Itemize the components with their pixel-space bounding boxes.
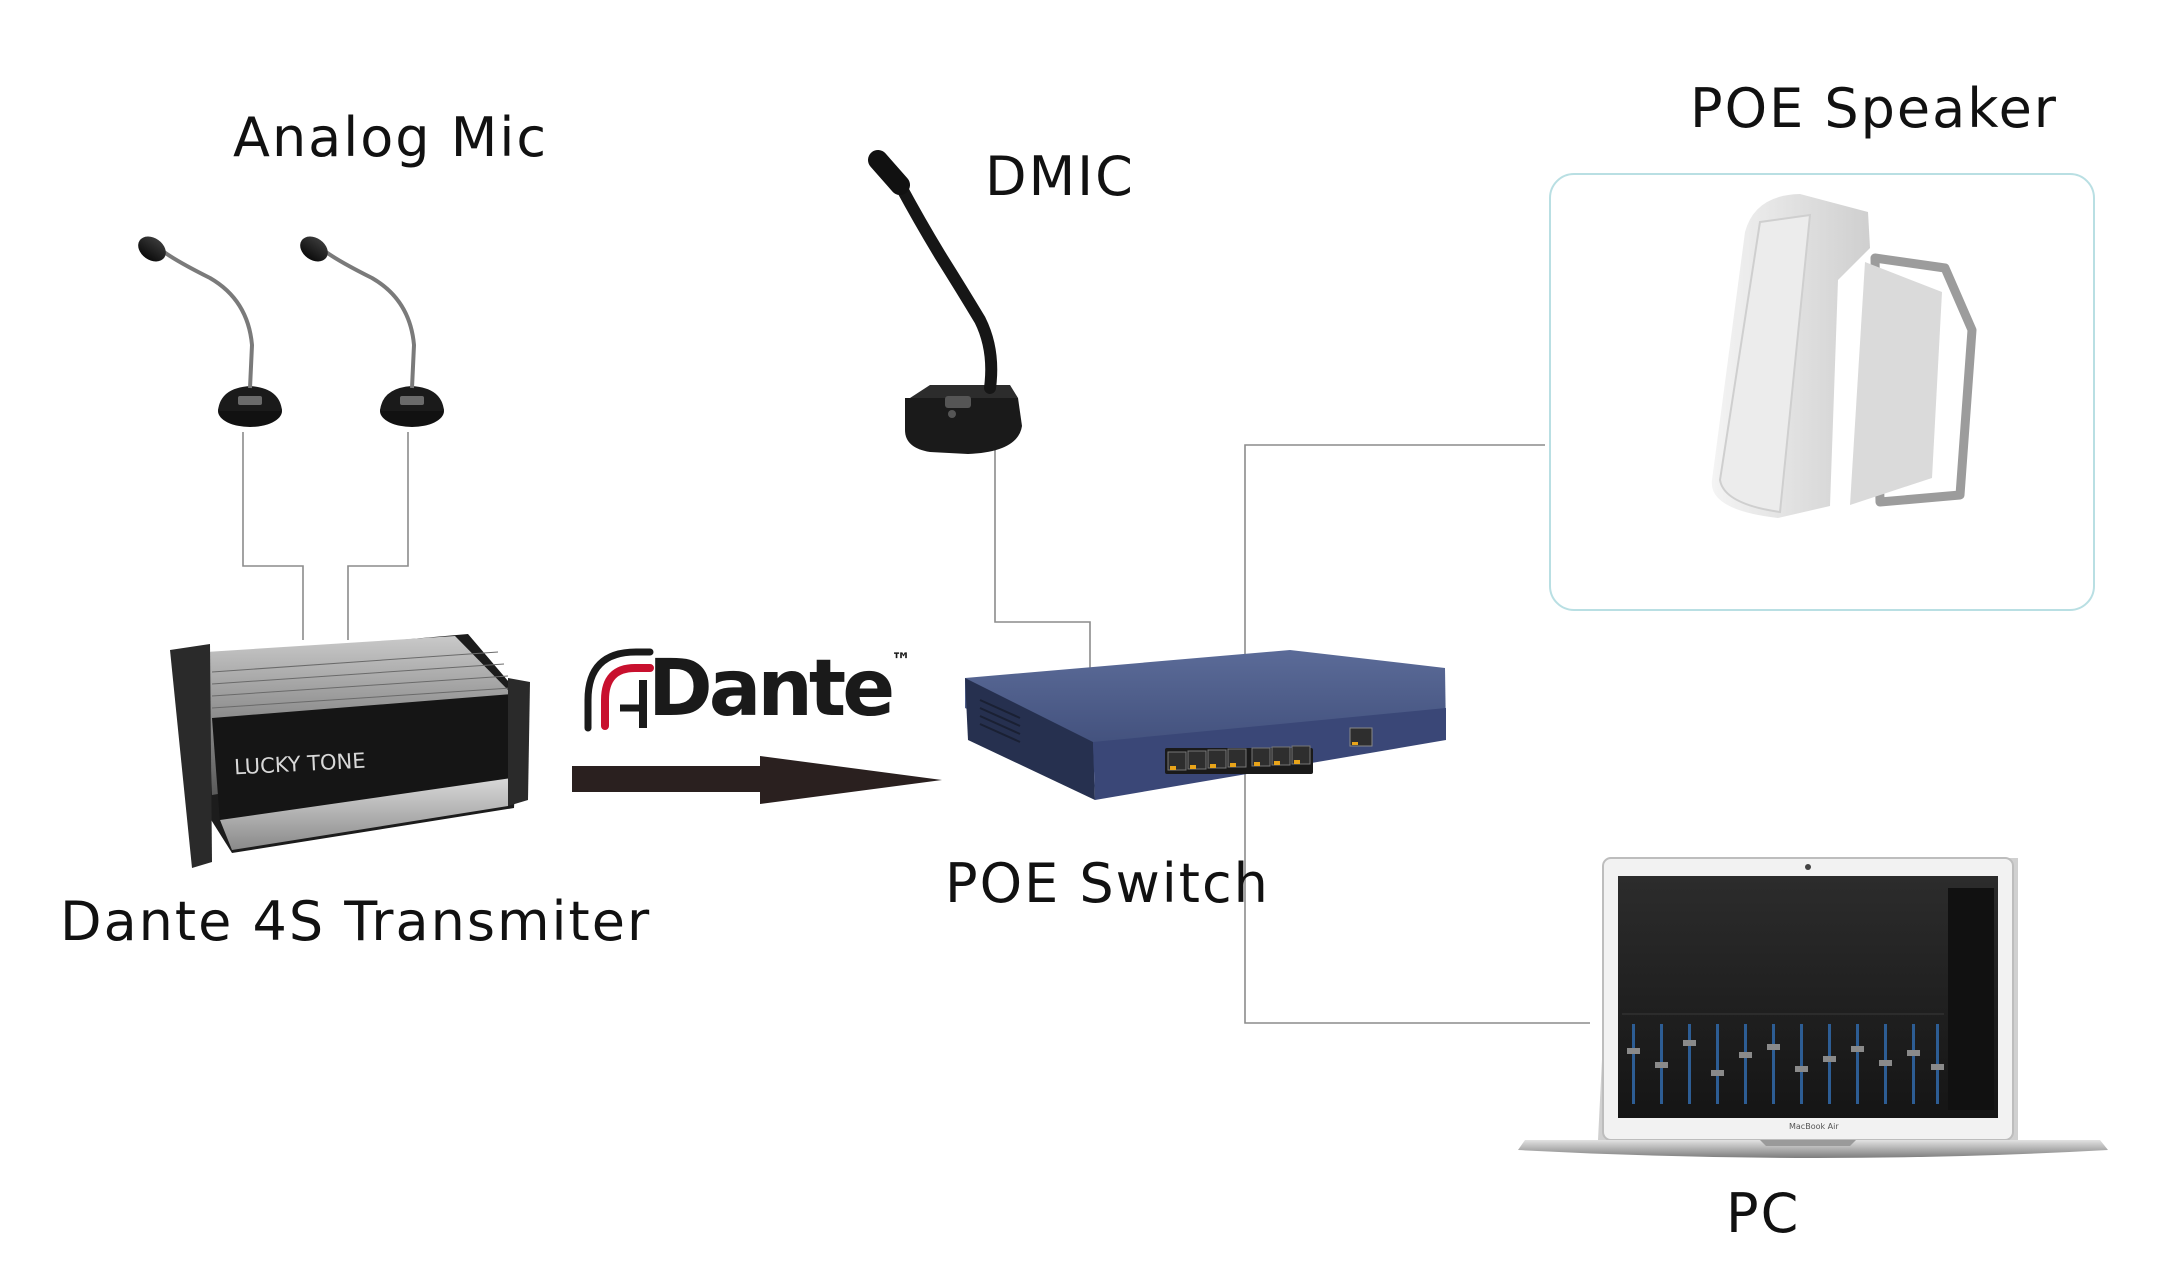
transmitter-device xyxy=(170,634,530,868)
label-pc: PC xyxy=(1726,1182,1801,1245)
laptop-brand-text: MacBook Air xyxy=(1789,1122,1839,1131)
analog-mic-1 xyxy=(138,236,282,427)
signal-arrow xyxy=(572,756,942,804)
laptop-device xyxy=(1518,857,2108,1158)
dante-trademark: ™ xyxy=(891,648,912,672)
poe-speaker-device xyxy=(1711,194,1977,518)
dante-logo-mark xyxy=(584,648,654,732)
label-transmitter: Dante 4S Transmiter xyxy=(60,890,652,953)
dante-logo-text: Dante™ xyxy=(648,650,911,728)
switch-ports xyxy=(1165,727,1373,774)
label-analog-mic: Analog Mic xyxy=(233,106,549,169)
label-poe-switch: POE Switch xyxy=(945,852,1270,915)
dmic-device xyxy=(868,150,1022,454)
analog-mic-2 xyxy=(300,236,444,427)
label-poe-speaker: POE Speaker xyxy=(1690,77,2058,140)
label-dmic: DMIC xyxy=(985,145,1135,208)
dante-logo-word: Dante xyxy=(648,644,895,734)
poe-switch-device xyxy=(965,650,1446,800)
